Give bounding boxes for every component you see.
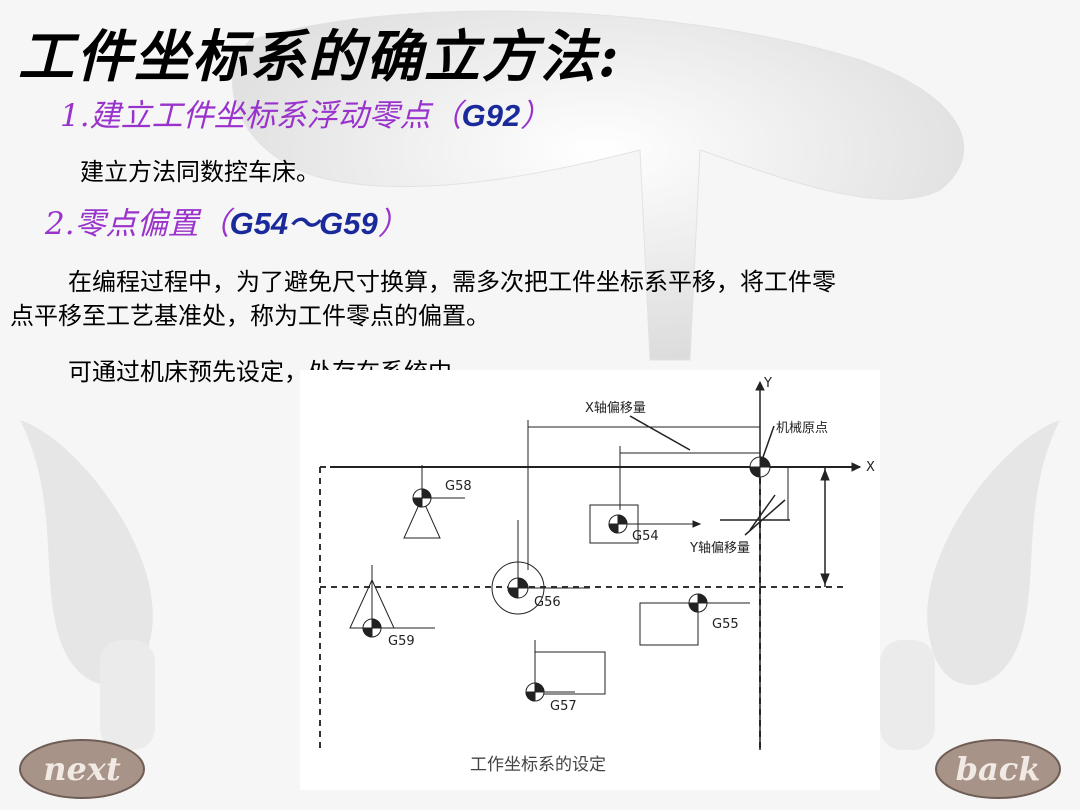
machine-origin-marker bbox=[749, 456, 771, 478]
section1-heading-suffix: ） bbox=[520, 98, 552, 134]
section2-line1: 在编程过程中，为了避免尺寸换算，需多次把工件坐标系平移，将工件零 bbox=[68, 268, 836, 296]
section2-heading-prefix: 2.零点偏置（ bbox=[45, 206, 230, 242]
x-offset-label: X轴偏移量 bbox=[585, 401, 646, 416]
section2-heading: 2.零点偏置（G54～G59） bbox=[45, 198, 409, 243]
machine-origin-label: 机械原点 bbox=[776, 421, 828, 436]
x-axis-label: X bbox=[866, 460, 875, 475]
g54-label: G54 bbox=[632, 529, 659, 544]
next-label: next bbox=[43, 750, 121, 788]
g54-marker: G54 bbox=[589, 504, 702, 544]
y-offset-label: Y轴偏移量 bbox=[689, 541, 750, 556]
g55-marker: G55 bbox=[639, 593, 750, 646]
g56-label: G56 bbox=[534, 595, 561, 610]
section1-heading-prefix: 1.建立工件坐标系浮动零点（ bbox=[60, 98, 462, 134]
g59-label: G59 bbox=[388, 634, 415, 649]
section2-heading-suffix: ） bbox=[377, 206, 409, 242]
g58-marker: G58 bbox=[403, 465, 472, 539]
g57-label: G57 bbox=[550, 699, 577, 714]
y-axis-label: Y bbox=[763, 376, 772, 391]
work-coordinate-diagram: X Y X轴偏移量 机械原点 Y轴偏移量 G54 G58 G56 G59 bbox=[300, 370, 880, 790]
section1-heading-code: G92 bbox=[461, 98, 521, 133]
g56-marker: G56 bbox=[491, 520, 590, 615]
g55-label: G55 bbox=[712, 617, 739, 632]
back-button[interactable]: back bbox=[934, 738, 1062, 800]
section2-line2: 点平移至工艺基准处，称为工件零点的偏置。 bbox=[10, 302, 490, 330]
g59-marker: G59 bbox=[349, 565, 435, 649]
back-label: back bbox=[956, 750, 1041, 788]
next-button[interactable]: next bbox=[18, 738, 146, 800]
g58-label: G58 bbox=[445, 479, 472, 494]
page-title: 工件坐标系的确立方法: bbox=[18, 24, 621, 90]
g57-marker: G57 bbox=[525, 640, 606, 714]
diagram-caption: 工作坐标系的设定 bbox=[470, 755, 606, 775]
section2-heading-code: G54～G59 bbox=[229, 206, 378, 241]
section1-heading: 1.建立工件坐标系浮动零点（G92） bbox=[60, 90, 551, 135]
section1-text: 建立方法同数控车床。 bbox=[80, 158, 320, 186]
